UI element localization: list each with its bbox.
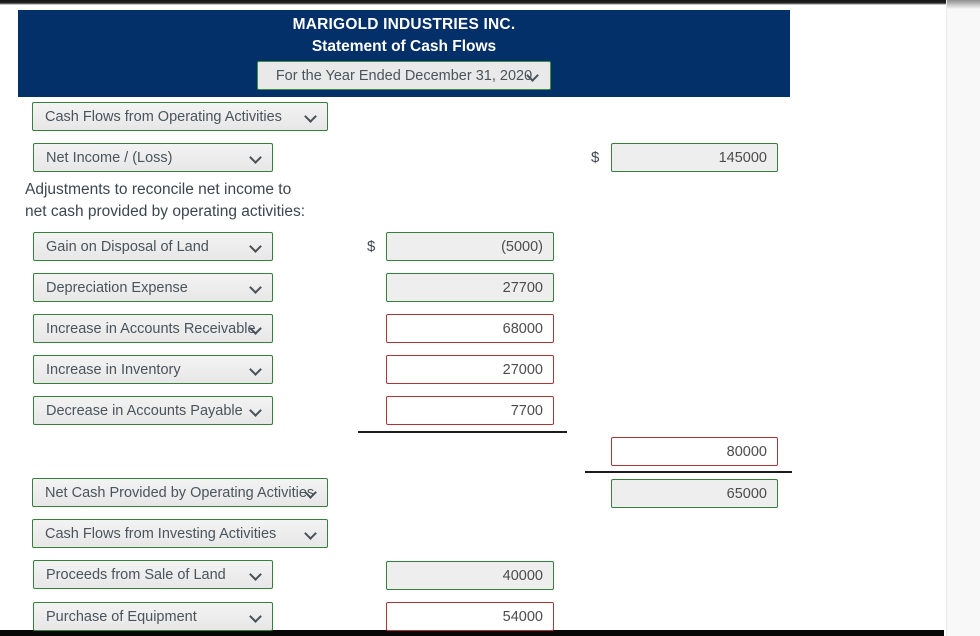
- select-proceeds-sale-land[interactable]: Proceeds from Sale of Land: [33, 560, 273, 589]
- select-proceeds-sale-land-value: Proceeds from Sale of Land: [46, 566, 226, 583]
- right-column-subtotal-rule: [585, 471, 792, 473]
- select-operating-section-value: Cash Flows from Operating Activities: [45, 108, 282, 125]
- input-increase-inventory-amount[interactable]: [386, 355, 554, 384]
- select-increase-inventory-value: Increase in Inventory: [46, 361, 181, 378]
- currency-symbol: $: [591, 149, 600, 166]
- select-gain-on-disposal[interactable]: Gain on Disposal of Land: [33, 232, 273, 261]
- select-net-cash-operating-value: Net Cash Provided by Operating Activitie…: [45, 484, 315, 501]
- chevron-down-icon: [249, 610, 262, 623]
- top-shadow-strip: [0, 0, 946, 5]
- select-operating-section[interactable]: Cash Flows from Operating Activities: [32, 102, 328, 131]
- select-gain-on-disposal-value: Gain on Disposal of Land: [46, 238, 209, 255]
- select-net-income-value: Net Income / (Loss): [46, 149, 173, 166]
- currency-symbol: $: [367, 238, 376, 255]
- input-decrease-accounts-payable-amount[interactable]: [386, 396, 554, 425]
- select-decrease-accounts-payable[interactable]: Decrease in Accounts Payable: [33, 396, 273, 425]
- select-increase-inventory[interactable]: Increase in Inventory: [33, 355, 273, 384]
- input-purchase-equipment-amount[interactable]: [386, 602, 554, 631]
- input-net-income-amount[interactable]: [611, 143, 778, 172]
- chevron-down-icon: [249, 404, 262, 417]
- adjustments-note-line2: net cash provided by operating activitie…: [25, 203, 306, 220]
- input-depreciation-expense-amount[interactable]: [386, 273, 554, 302]
- select-purchase-equipment-value: Purchase of Equipment: [46, 608, 197, 625]
- statement-title: Statement of Cash Flows: [311, 38, 497, 55]
- right-scroll-gutter[interactable]: [946, 0, 980, 636]
- company-name: MARIGOLD INDUSTRIES INC.: [292, 16, 516, 33]
- chevron-down-icon: [249, 281, 262, 294]
- middle-column-subtotal-rule: [358, 431, 567, 433]
- select-net-cash-operating[interactable]: Net Cash Provided by Operating Activitie…: [32, 478, 328, 507]
- chevron-down-icon: [249, 363, 262, 376]
- input-gain-on-disposal-amount[interactable]: [386, 232, 554, 261]
- period-select-value: For the Year Ended December 31, 2020: [275, 67, 533, 84]
- chevron-down-icon: [249, 240, 262, 253]
- input-net-cash-operating-amount[interactable]: [611, 479, 778, 508]
- adjustments-note-line1: Adjustments to reconcile net income to: [25, 181, 292, 198]
- input-adjustments-total-amount[interactable]: [611, 437, 778, 466]
- select-decrease-accounts-payable-value: Decrease in Accounts Payable: [46, 402, 243, 419]
- input-increase-accounts-receivable-amount[interactable]: [386, 314, 554, 343]
- select-increase-accounts-receivable-value: Increase in Accounts Receivable: [46, 320, 256, 337]
- chevron-down-icon: [249, 568, 262, 581]
- chevron-down-icon: [304, 527, 317, 540]
- statement-header: MARIGOLD INDUSTRIES INC. Statement of Ca…: [18, 10, 790, 97]
- select-investing-section[interactable]: Cash Flows from Investing Activities: [32, 519, 328, 548]
- select-purchase-equipment[interactable]: Purchase of Equipment: [33, 602, 273, 631]
- input-proceeds-sale-land-amount[interactable]: [386, 561, 554, 590]
- period-select[interactable]: For the Year Ended December 31, 2020: [257, 61, 551, 90]
- select-net-income[interactable]: Net Income / (Loss): [33, 143, 273, 172]
- select-depreciation-expense[interactable]: Depreciation Expense: [33, 273, 273, 302]
- select-depreciation-expense-value: Depreciation Expense: [46, 279, 188, 296]
- select-increase-accounts-receivable[interactable]: Increase in Accounts Receivable: [33, 314, 273, 343]
- select-investing-section-value: Cash Flows from Investing Activities: [45, 525, 277, 542]
- chevron-down-icon: [249, 151, 262, 164]
- bottom-edge-bar: [0, 630, 944, 636]
- chevron-down-icon: [304, 110, 317, 123]
